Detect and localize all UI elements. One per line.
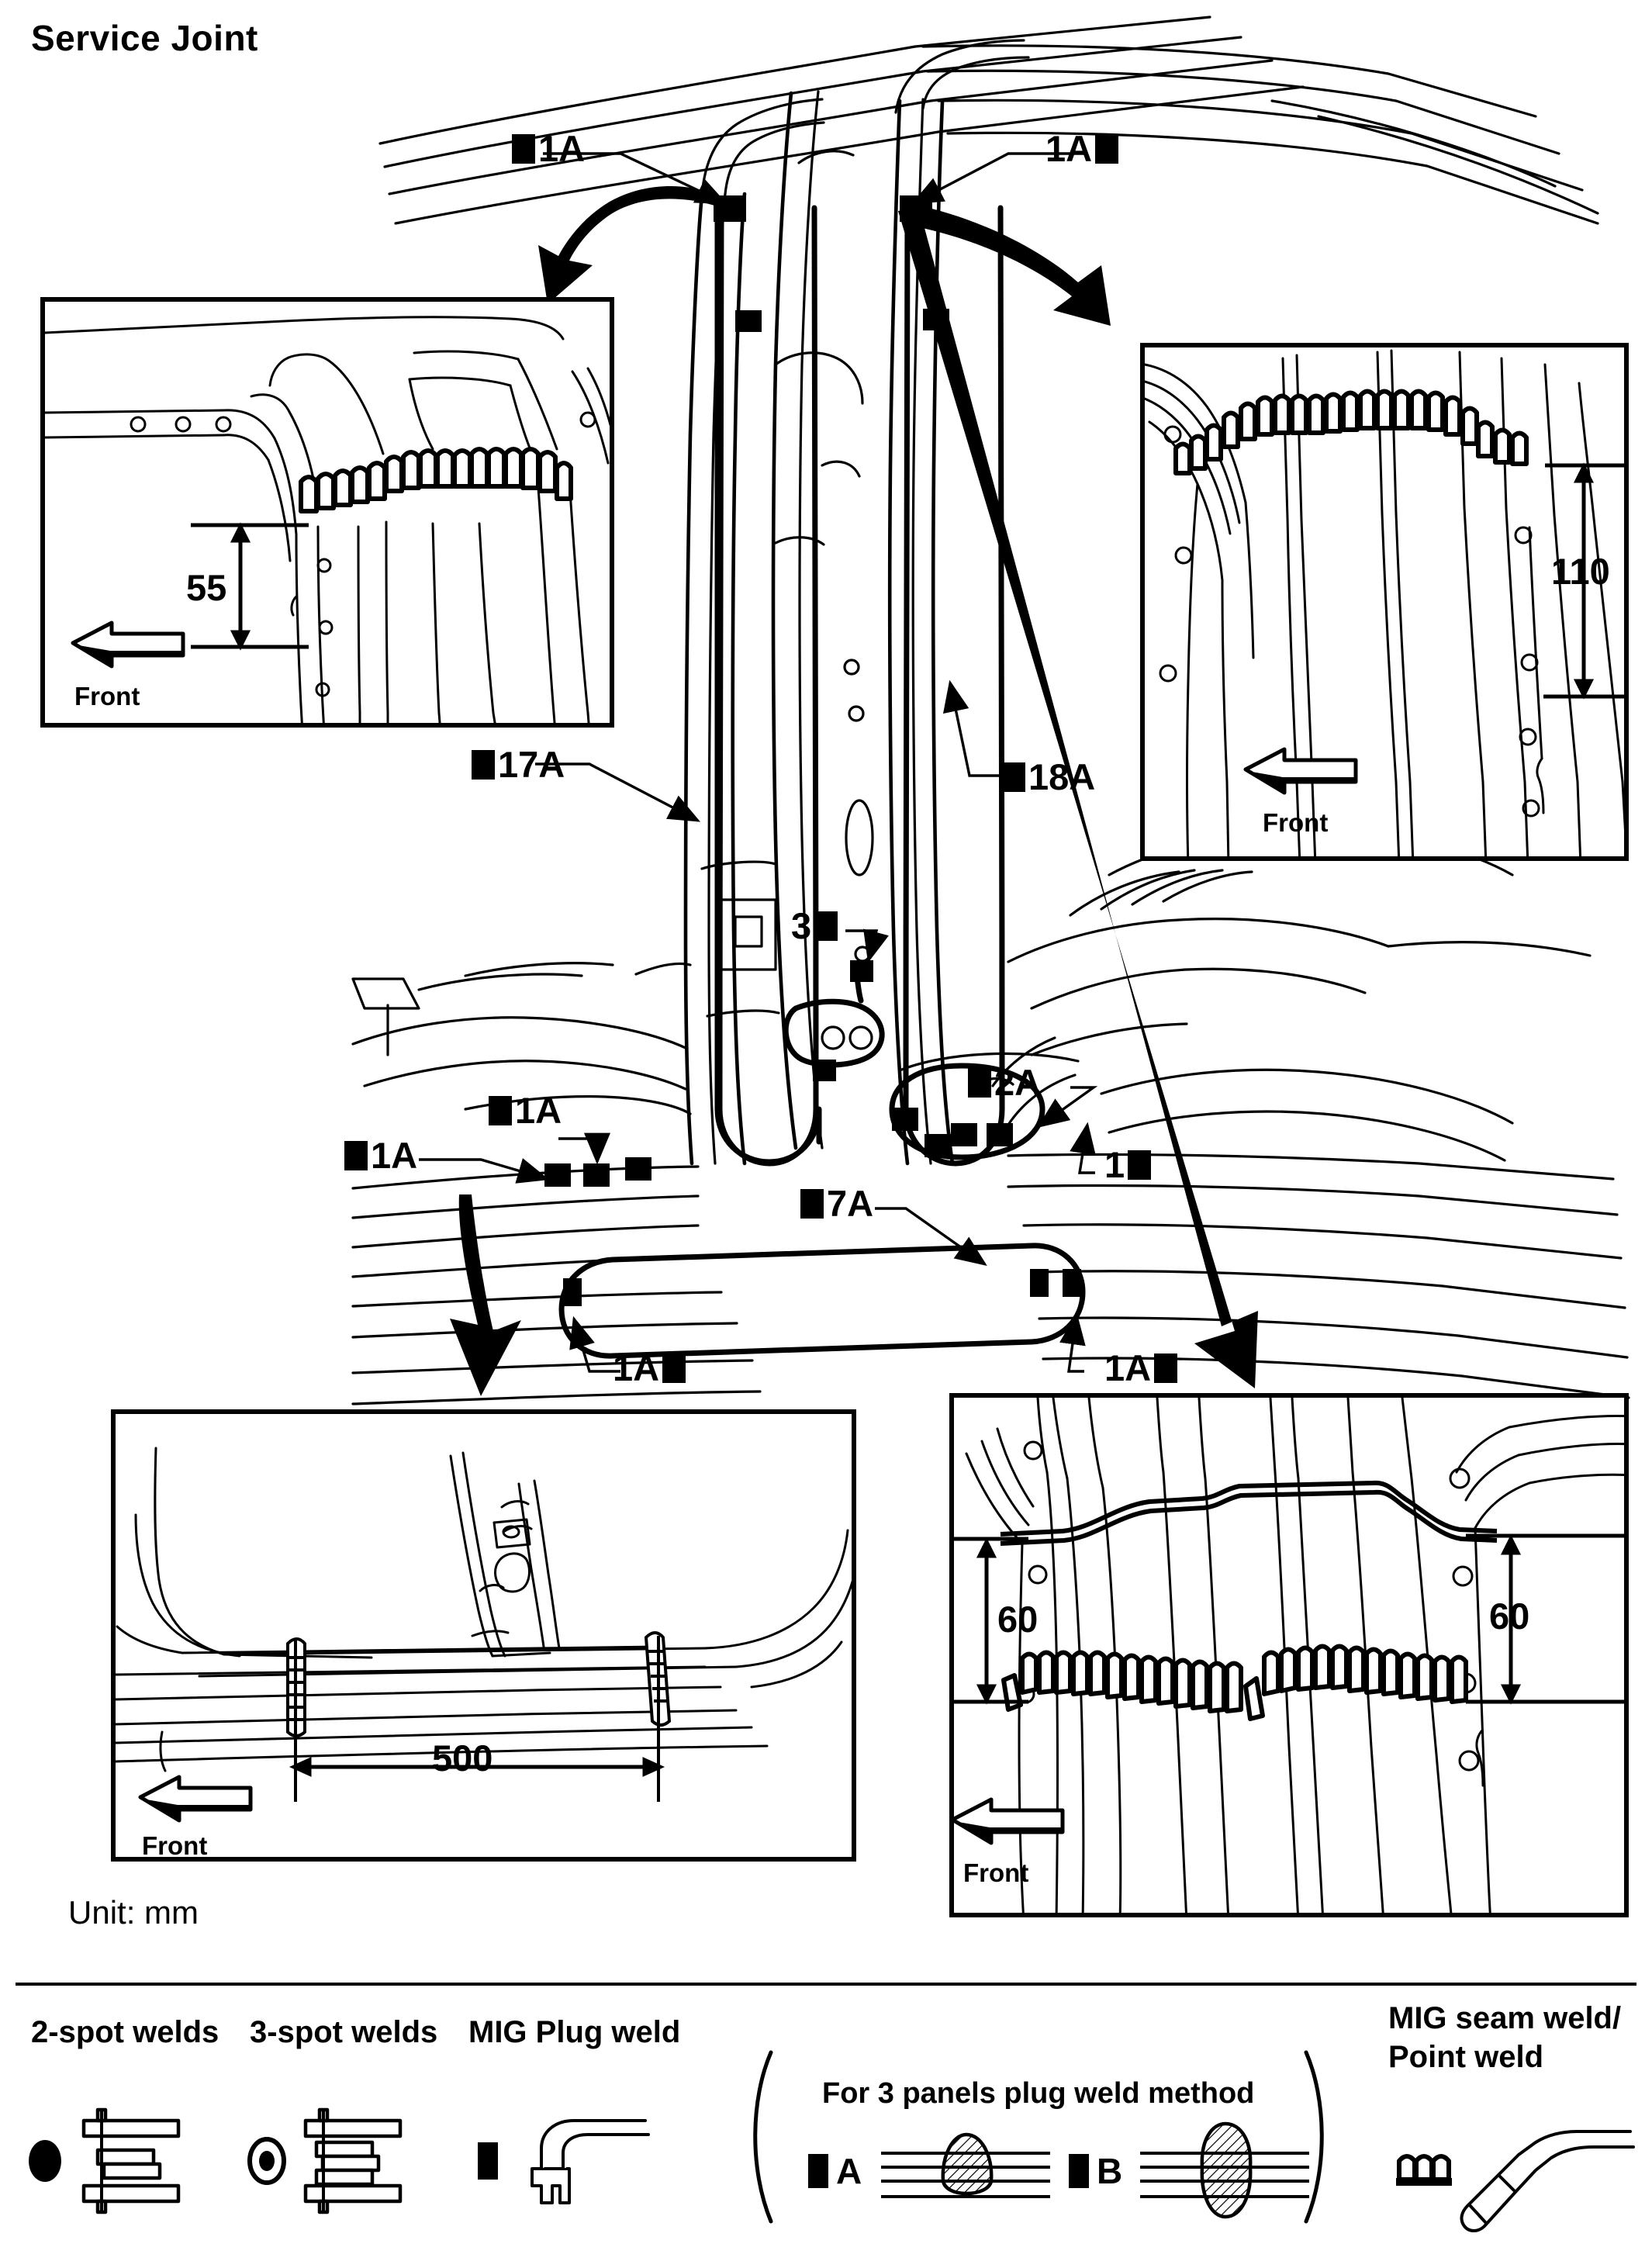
legend-label-mig-seam-weld-line1: MIG seam weld/ xyxy=(1388,2001,1622,2035)
weld-square-icon xyxy=(662,1353,686,1383)
mig-seam-weld-icon xyxy=(1396,2130,1635,2232)
callout-label: 1A xyxy=(371,1135,418,1176)
option-a-label: A xyxy=(836,2151,862,2191)
legend-label-2-spot-welds: 2-spot welds xyxy=(31,2015,219,2049)
callout-top-left-1a: 1A xyxy=(512,130,585,167)
callout-17a: 17A xyxy=(472,746,565,783)
weld-square-icon xyxy=(489,1095,512,1125)
legend-label-3-spot-welds: 3-spot welds xyxy=(250,2015,438,2049)
option-b-label: B xyxy=(1097,2151,1123,2191)
inset-bottom-left: 500 Front xyxy=(111,1409,856,1862)
inset-bottom-right-dimension-left: 60 xyxy=(997,1599,1039,1640)
weld-square-icon xyxy=(472,749,495,780)
callout-label: 1A xyxy=(1045,128,1093,169)
weld-square-icon xyxy=(800,1188,824,1219)
legend-label-mig-plug-weld: MIG Plug weld xyxy=(468,2015,681,2049)
inset-bottom-right: 60 60 Front xyxy=(949,1393,1629,1917)
three-panel-option-a-section-icon xyxy=(881,2132,1050,2198)
page-title: Service Joint xyxy=(31,18,258,58)
weld-square-icon xyxy=(344,1140,368,1170)
inset-bottom-right-front-label: Front xyxy=(963,1858,1029,1887)
callout-bottom-left-1a: 1A xyxy=(613,1350,686,1386)
weld-square-icon xyxy=(1069,2154,1089,2188)
weld-square-icon xyxy=(968,1067,991,1098)
callout-lower-left-inner-1a: 1A xyxy=(489,1092,562,1129)
three-panel-option-b-section-icon xyxy=(1140,2121,1309,2219)
callout-top-right-1a: 1A xyxy=(1045,128,1119,169)
three-panel-option-a: A xyxy=(808,2150,862,2192)
callout-2a: 2A xyxy=(968,1064,1041,1101)
weld-square-icon xyxy=(1002,762,1025,792)
callout-label: 17A xyxy=(498,744,565,785)
legend-divider xyxy=(16,1983,1636,1986)
inset-top-left: 55 Front xyxy=(40,297,614,728)
inset-bottom-right-dimension-right: 60 xyxy=(1489,1595,1530,1637)
callout-lower-left-outer-1a: 1A xyxy=(344,1137,417,1174)
callout-18a: 18A xyxy=(1002,759,1095,795)
three-spot-welds-icon xyxy=(247,2107,403,2214)
callout-label: 1A xyxy=(538,128,586,169)
callout-right-1: 1 xyxy=(1104,1144,1152,1185)
callout-label: 2A xyxy=(994,1062,1042,1103)
callout-label: 18A xyxy=(1028,756,1096,797)
weld-square-icon xyxy=(1154,1353,1178,1383)
inset-top-right-front-label: Front xyxy=(1263,808,1329,837)
callout-label: 1A xyxy=(515,1090,562,1131)
two-spot-welds-icon xyxy=(29,2107,181,2214)
inset-top-left-front-label: Front xyxy=(74,682,140,710)
inset-bottom-left-dimension: 500 xyxy=(432,1737,493,1779)
mig-plug-weld-icon xyxy=(478,2119,650,2204)
weld-square-icon xyxy=(1128,1150,1152,1180)
callout-label: 1A xyxy=(1104,1347,1152,1388)
legend-label-three-panel-method: For 3 panels plug weld method xyxy=(822,2077,1255,2110)
callout-bottom-right-1a: 1A xyxy=(1104,1347,1178,1388)
callout-label: 7A xyxy=(827,1183,874,1224)
callout-label: 1A xyxy=(613,1347,660,1388)
callout-label: 3 xyxy=(791,905,812,946)
weld-square-icon xyxy=(814,911,838,941)
unit-note: Unit: mm xyxy=(68,1894,199,1931)
callout-label: 1 xyxy=(1104,1144,1125,1185)
weld-square-icon xyxy=(512,133,535,164)
three-panel-option-b: B xyxy=(1069,2150,1122,2192)
weld-square-icon xyxy=(1095,133,1119,164)
callout-3: 3 xyxy=(791,908,838,944)
inset-bottom-left-front-label: Front xyxy=(142,1831,208,1860)
inset-top-left-dimension: 55 xyxy=(186,567,227,608)
inset-top-right: 110 Front xyxy=(1140,343,1629,861)
callout-7a: 7A xyxy=(800,1185,873,1222)
legend-label-mig-seam-weld-line2: Point weld xyxy=(1388,2040,1543,2074)
three-panel-group-brackets xyxy=(753,2050,1324,2224)
weld-square-icon xyxy=(808,2154,828,2188)
inset-top-right-dimension: 110 xyxy=(1551,551,1610,592)
